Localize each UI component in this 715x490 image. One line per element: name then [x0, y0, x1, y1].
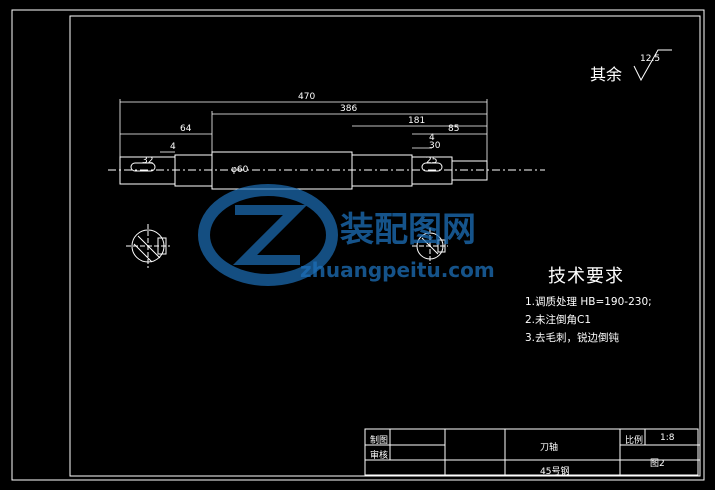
tech-req-title: 技术要求	[548, 266, 624, 287]
roughness-label: 其余	[590, 65, 623, 84]
section-view-left	[126, 224, 170, 268]
title-block-lines	[364, 428, 700, 476]
watermark-logo	[198, 184, 338, 286]
dimension-lines	[119, 99, 488, 161]
inner-border	[69, 15, 701, 477]
shaft-outline	[119, 151, 488, 190]
roughness-symbol	[633, 49, 672, 82]
section-view-right	[412, 228, 448, 264]
outer-border	[11, 9, 705, 481]
